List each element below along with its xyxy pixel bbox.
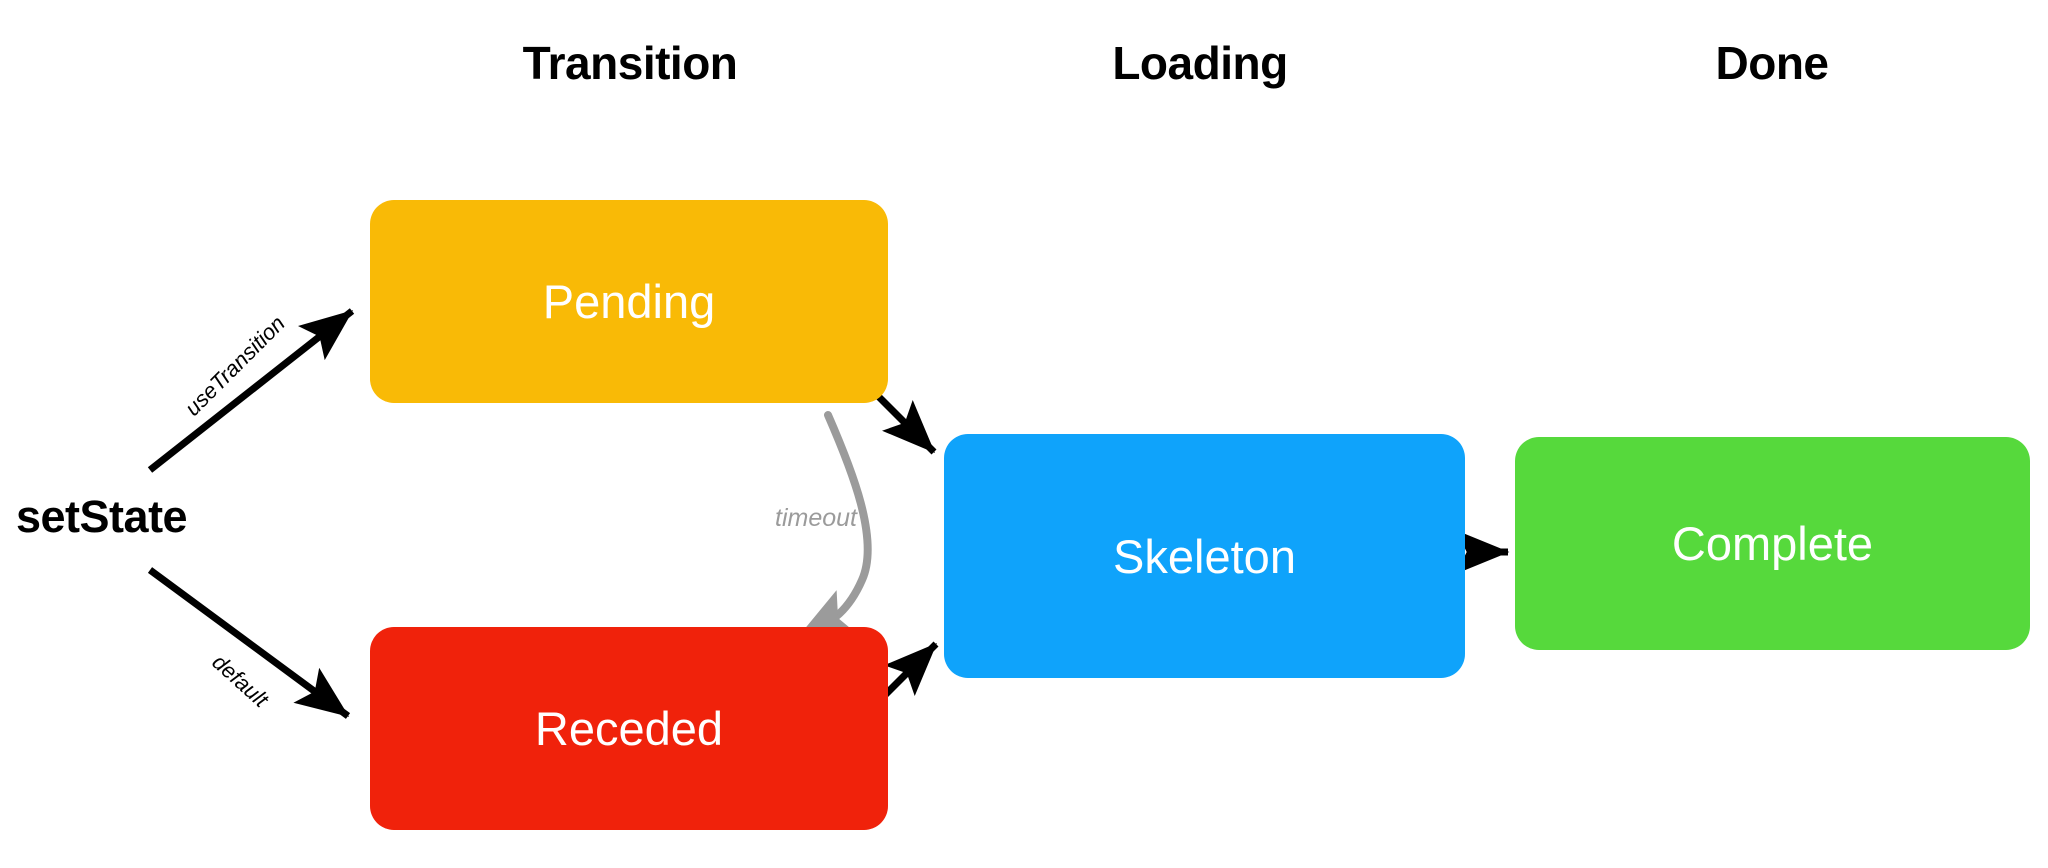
state-node-receded-label: Receded xyxy=(534,702,724,755)
source-label-setstate: setState xyxy=(16,491,188,542)
column-header-done: Done xyxy=(1715,37,1830,89)
state-node-pending-label: Pending xyxy=(542,275,716,328)
state-node-skeleton[interactable]: Skeleton xyxy=(944,434,1465,678)
state-node-pending[interactable]: Pending xyxy=(370,200,888,403)
state-node-complete-label: Complete xyxy=(1671,517,1874,570)
state-node-receded[interactable]: Receded xyxy=(370,627,888,830)
edge-label-default: default xyxy=(207,649,274,713)
edge-label-timeout: timeout xyxy=(775,504,857,532)
state-node-skeleton-label: Skeleton xyxy=(1113,529,1296,583)
edge-receded-to-skeleton xyxy=(877,641,939,703)
edge-pending-to-skeleton xyxy=(875,393,937,455)
edge-label-usetransition: useTransition xyxy=(179,310,290,421)
column-header-loading: Loading xyxy=(1112,37,1288,89)
column-header-transition: Transition xyxy=(522,37,738,89)
state-node-complete[interactable]: Complete xyxy=(1515,437,2030,650)
